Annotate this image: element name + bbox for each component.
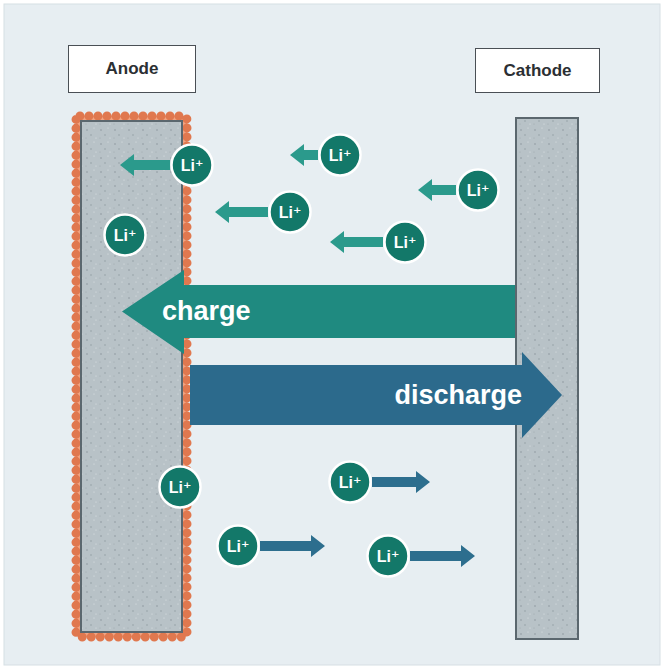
lithium-ion: Li⁺ bbox=[216, 524, 260, 568]
flow-label: discharge bbox=[394, 380, 522, 411]
ion-arrows-charge bbox=[120, 144, 456, 253]
lithium-ion: Li⁺ bbox=[318, 133, 362, 177]
ion-circle-shape bbox=[330, 462, 371, 503]
ion-symbol: Li⁺ bbox=[279, 203, 302, 222]
ion-arrow bbox=[290, 144, 318, 166]
lithium-ion: Li⁺ bbox=[268, 190, 312, 234]
ion-symbol: Li⁺ bbox=[169, 478, 192, 497]
ion-circle-shape bbox=[172, 145, 213, 186]
lithium-ion: Li⁺ bbox=[158, 465, 202, 509]
ion-circle-shape bbox=[320, 135, 361, 176]
ion-symbol: Li⁺ bbox=[329, 146, 352, 165]
lithium-ion: Li⁺ bbox=[383, 220, 427, 264]
anode-plate bbox=[81, 121, 182, 632]
lithium-ion: Li⁺ bbox=[456, 168, 500, 212]
ion-arrow bbox=[120, 154, 170, 176]
background-panel bbox=[4, 4, 660, 665]
ion-arrow bbox=[330, 231, 383, 253]
ion-symbol: Li⁺ bbox=[394, 233, 417, 252]
ion-circle-shape bbox=[368, 536, 409, 577]
ion-arrow bbox=[418, 179, 456, 201]
flow-label: charge bbox=[162, 296, 251, 327]
ion-circle-shape bbox=[270, 192, 311, 233]
ion-symbol: Li⁺ bbox=[181, 156, 204, 175]
electrode-name: Anode bbox=[106, 59, 159, 79]
ion-arrow bbox=[410, 545, 475, 567]
ion-arrow bbox=[372, 471, 430, 493]
ion-symbol: Li⁺ bbox=[467, 181, 490, 200]
lithium-ion: Li⁺ bbox=[366, 534, 410, 578]
lithium-ion: Li⁺ bbox=[170, 143, 214, 187]
flow-arrow: discharge bbox=[190, 352, 562, 438]
ion-circle-shape bbox=[385, 222, 426, 263]
ion-circle-shape bbox=[458, 170, 499, 211]
electrode-label: Anode bbox=[68, 45, 196, 93]
ion-circle-shape bbox=[105, 215, 146, 256]
ion-symbol: Li⁺ bbox=[339, 473, 362, 492]
ion-arrow bbox=[260, 535, 325, 557]
ion-circle-shape bbox=[160, 467, 201, 508]
arrow-body bbox=[122, 270, 515, 354]
ion-symbol: Li⁺ bbox=[377, 547, 400, 566]
electrode-name: Cathode bbox=[504, 61, 572, 81]
sei-layer bbox=[76, 116, 187, 637]
ion-circle-shape bbox=[218, 526, 259, 567]
arrow-body bbox=[190, 352, 562, 438]
lithium-ion: Li⁺ bbox=[103, 213, 147, 257]
ion-symbol: Li⁺ bbox=[114, 226, 137, 245]
ion-arrow bbox=[215, 201, 268, 223]
lithium-ion: Li⁺ bbox=[328, 460, 372, 504]
ion-symbol: Li⁺ bbox=[227, 537, 250, 556]
electrode-label: Cathode bbox=[475, 48, 600, 93]
flow-arrow: charge bbox=[122, 270, 515, 354]
